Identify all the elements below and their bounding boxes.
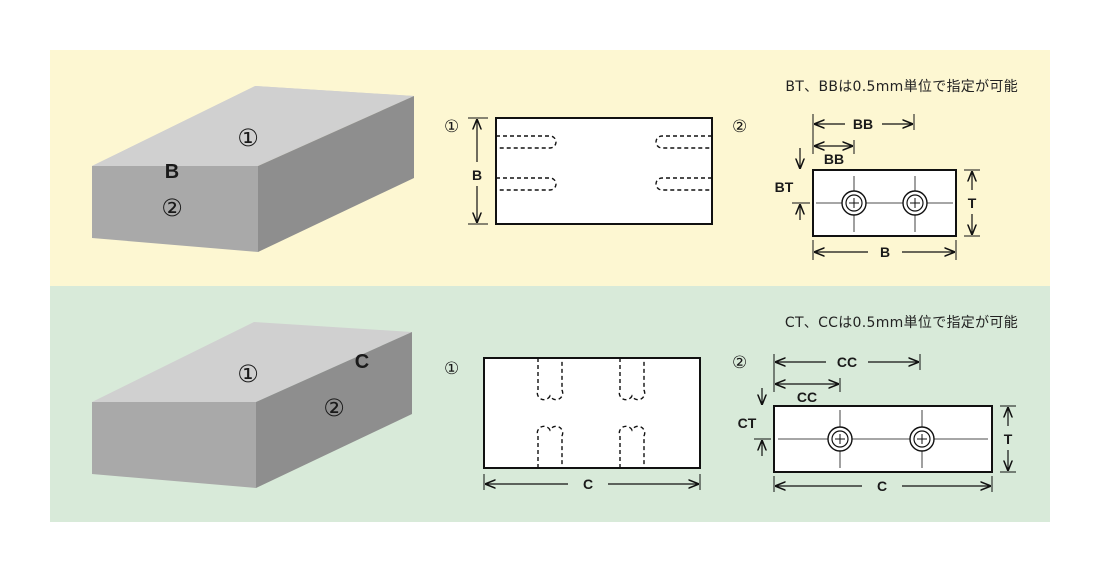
view-c-1: ① C	[444, 357, 701, 492]
view-b-1-mark: ①	[444, 117, 459, 136]
block-c-front	[92, 402, 256, 488]
view-c-1-dim: C	[583, 476, 593, 492]
slot	[655, 135, 712, 149]
note-b: BT、BBは0.5mm単位で指定が可能	[785, 79, 1018, 95]
slot	[496, 177, 557, 191]
block-b-front	[92, 166, 258, 252]
block-c: ① C ②	[92, 322, 412, 488]
view-c-2-mark: ②	[732, 353, 747, 372]
slot	[618, 358, 646, 401]
view-b-2-dim-height: BT	[775, 179, 794, 195]
view-c-2-dim-outer: CC	[837, 354, 857, 370]
slot	[655, 177, 712, 191]
view-c-2-dim-thickness: T	[1004, 431, 1013, 447]
block-b-side-letter: B	[165, 161, 179, 183]
panel-c-drawing: ① C ② ① C ② C	[92, 322, 1016, 494]
view-b-2: ② BB BB	[732, 114, 980, 260]
view-c-2: ② CC CC	[732, 353, 1016, 494]
view-b-1: ① B	[444, 117, 713, 225]
view-b-2-dim-width: B	[880, 244, 890, 260]
block-c-top	[92, 322, 412, 402]
slot	[496, 135, 557, 149]
block-c-side-letter: C	[355, 351, 369, 373]
view-c-1-rect	[483, 357, 701, 469]
bolt-icon	[909, 426, 935, 452]
block-b-side-mark: ②	[161, 195, 183, 222]
slot	[536, 425, 564, 468]
block-b-top-mark: ①	[237, 125, 259, 152]
block-c-side	[256, 332, 412, 488]
block-b-top	[92, 86, 414, 166]
block-c-side-mark: ②	[323, 395, 345, 422]
note-c: CT、CCは0.5mm単位で指定が可能	[784, 315, 1018, 331]
view-c-2-dim-height: CT	[738, 415, 757, 431]
panel-b-width: BT、BBは0.5mm単位で指定が可能 ① B ② ①	[50, 50, 1050, 286]
view-b-2-dim-thickness: T	[968, 195, 977, 211]
bolt-icon	[902, 190, 928, 216]
view-c-2-dim-width: C	[877, 478, 887, 494]
view-c-1-mark: ①	[444, 359, 459, 378]
bolt-icon	[827, 426, 853, 452]
block-b-side	[258, 96, 414, 252]
panel-c-width: CT、CCは0.5mm単位で指定が可能 ① C ② ①	[50, 286, 1050, 522]
view-b-1-rect	[495, 117, 713, 225]
bolt-icon	[841, 190, 867, 216]
panel-b-drawing: ① B ② ① B ② B	[92, 86, 980, 260]
view-b-2-dim-outer: BB	[853, 116, 873, 132]
view-b-2-mark: ②	[732, 117, 747, 136]
slot	[618, 425, 646, 468]
view-b-2-dim-inner: BB	[824, 151, 844, 167]
block-c-top-mark: ①	[237, 361, 259, 388]
slot	[536, 358, 564, 401]
view-b-1-dim: B	[472, 167, 482, 183]
block-b: ① B ②	[92, 86, 414, 252]
view-c-2-dim-inner: CC	[797, 389, 817, 405]
